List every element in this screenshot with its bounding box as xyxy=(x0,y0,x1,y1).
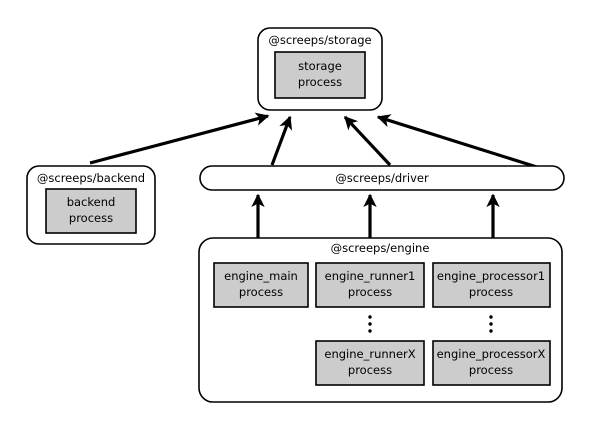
process-engine-processorX-label-line1: engine_processorX xyxy=(437,347,546,361)
process-engine-runnerX-label-line2: process xyxy=(348,363,392,377)
package-backend[interactable]: @screeps/backend backend process xyxy=(26,165,156,245)
engine-column-processor: engine_processor1 process engine_process… xyxy=(432,262,551,386)
process-backend-label-line1: backend xyxy=(67,195,116,209)
package-storage-label: @screeps/storage xyxy=(268,33,371,47)
package-storage[interactable]: @screeps/storage storage process xyxy=(257,27,383,111)
process-backend-label-line2: process xyxy=(69,211,113,225)
edge-driver-left-to-storage xyxy=(270,115,293,166)
ellipsis-runner-icon xyxy=(368,315,372,333)
process-engine-processor1-label-line2: process xyxy=(469,285,513,299)
process-storage-box[interactable] xyxy=(274,51,366,99)
package-backend-label: @screeps/backend xyxy=(37,171,145,185)
edges-driver-to-storage xyxy=(270,114,541,170)
edge-backend-to-storage xyxy=(89,112,270,165)
process-storage-label-line2: process xyxy=(298,75,342,89)
edges-engine-to-driver xyxy=(251,193,500,238)
process-engine-main-label-line1: engine_main xyxy=(224,269,298,283)
package-engine[interactable]: @screeps/engine engine_main process engi… xyxy=(198,237,563,403)
process-engine-processor1-label-line1: engine_processor1 xyxy=(437,269,545,283)
process-engine-runner1-label-line1: engine_runner1 xyxy=(325,269,416,283)
process-engine-processorX-label-line2: process xyxy=(469,363,513,377)
edge-driver-mid-to-storage xyxy=(343,115,392,167)
process-engine-runnerX-label-line1: engine_runnerX xyxy=(324,347,415,361)
process-engine-processorX-box[interactable] xyxy=(432,340,551,386)
process-engine-runnerX-box[interactable] xyxy=(315,340,425,386)
ellipsis-processor-icon xyxy=(489,315,493,333)
process-engine-main-label-line2: process xyxy=(239,285,283,299)
edge-driver-right-to-storage xyxy=(376,114,541,170)
package-engine-label: @screeps/engine xyxy=(331,241,430,255)
process-engine-main-box[interactable] xyxy=(213,262,309,308)
package-driver-box xyxy=(199,165,565,191)
engine-column-main: engine_main process xyxy=(213,262,309,308)
process-storage-label-line1: storage xyxy=(298,59,342,73)
process-engine-processor1-box[interactable] xyxy=(432,262,551,308)
process-engine-runner1-box[interactable] xyxy=(315,262,425,308)
package-driver[interactable]: @screeps/driver xyxy=(199,165,565,191)
package-driver-label: @screeps/driver xyxy=(335,171,429,185)
process-engine-runner1-label-line2: process xyxy=(348,285,392,299)
engine-column-runner: engine_runner1 process engine_runnerX pr… xyxy=(315,262,425,386)
process-backend-box[interactable] xyxy=(45,188,137,234)
edges-backend-to-storage xyxy=(89,112,270,165)
